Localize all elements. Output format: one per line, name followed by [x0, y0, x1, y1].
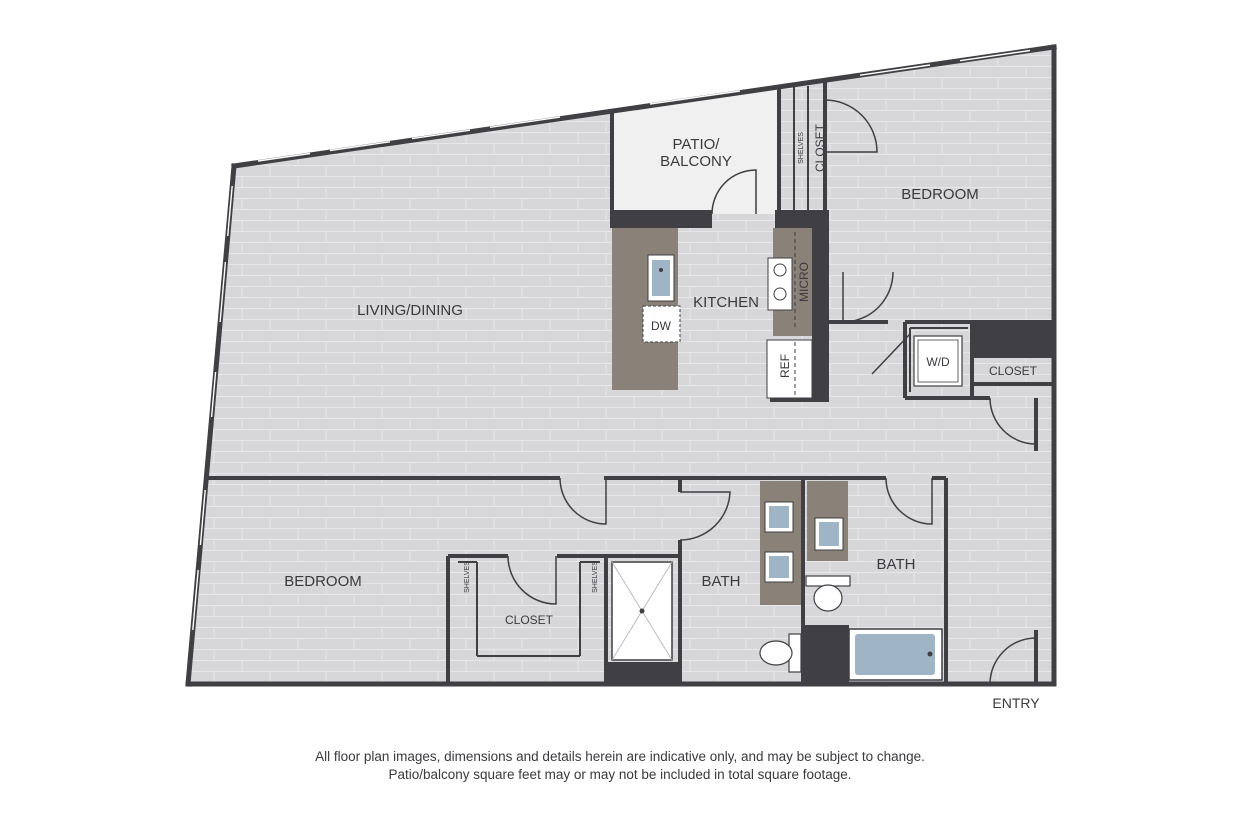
living-dining-label: LIVING/DINING: [357, 302, 463, 319]
shelves-right-label: SHELVES: [592, 561, 599, 593]
washer-dryer: W/D: [913, 335, 963, 387]
closet-right-label: CLOSET: [989, 364, 1038, 378]
kitchen-label: KITCHEN: [693, 294, 759, 311]
toilet-left: [759, 633, 802, 673]
refrigerator: [766, 339, 813, 399]
closet-bottom-label: CLOSET: [505, 613, 554, 627]
microwave-label: MICRO: [797, 262, 811, 302]
patio-label-line2: BALCONY: [660, 153, 732, 170]
bedroom-bottom-label: BEDROOM: [284, 573, 362, 590]
shelves-top-label: SHELVES: [798, 132, 805, 164]
bath-left-vanity: [760, 481, 801, 605]
refrigerator-label: REF: [778, 354, 792, 378]
patio-balcony-area: [612, 88, 779, 214]
windows: [192, 49, 1031, 631]
entry-label: ENTRY: [992, 695, 1040, 711]
disclaimer-line-1: All floor plan images, dimensions and de…: [315, 749, 925, 764]
dishwasher: DW: [642, 305, 681, 343]
stove: [767, 257, 793, 311]
bath-right-sink: [814, 517, 844, 551]
bath-left-sinks: [764, 501, 794, 583]
toilet-right: [805, 575, 851, 612]
closet-top-label: CLOSET: [813, 123, 827, 172]
patio-label-line1: PATIO/: [673, 136, 721, 153]
bathtub: [848, 628, 943, 681]
bath-left-label: BATH: [702, 573, 741, 590]
interior-walls: [207, 82, 1054, 684]
door-swings: [507, 99, 1037, 685]
dishwasher-label: DW: [651, 319, 672, 333]
island-sink: [647, 254, 675, 302]
disclaimer-line-2: Patio/balcony square feet may or may not…: [388, 767, 852, 782]
bedroom-top-label: BEDROOM: [901, 186, 979, 203]
shower: [611, 561, 673, 661]
shelves-left-label: SHELVES: [464, 561, 471, 593]
washer-dryer-label: W/D: [926, 355, 950, 369]
bath-right-label: BATH: [877, 556, 916, 573]
